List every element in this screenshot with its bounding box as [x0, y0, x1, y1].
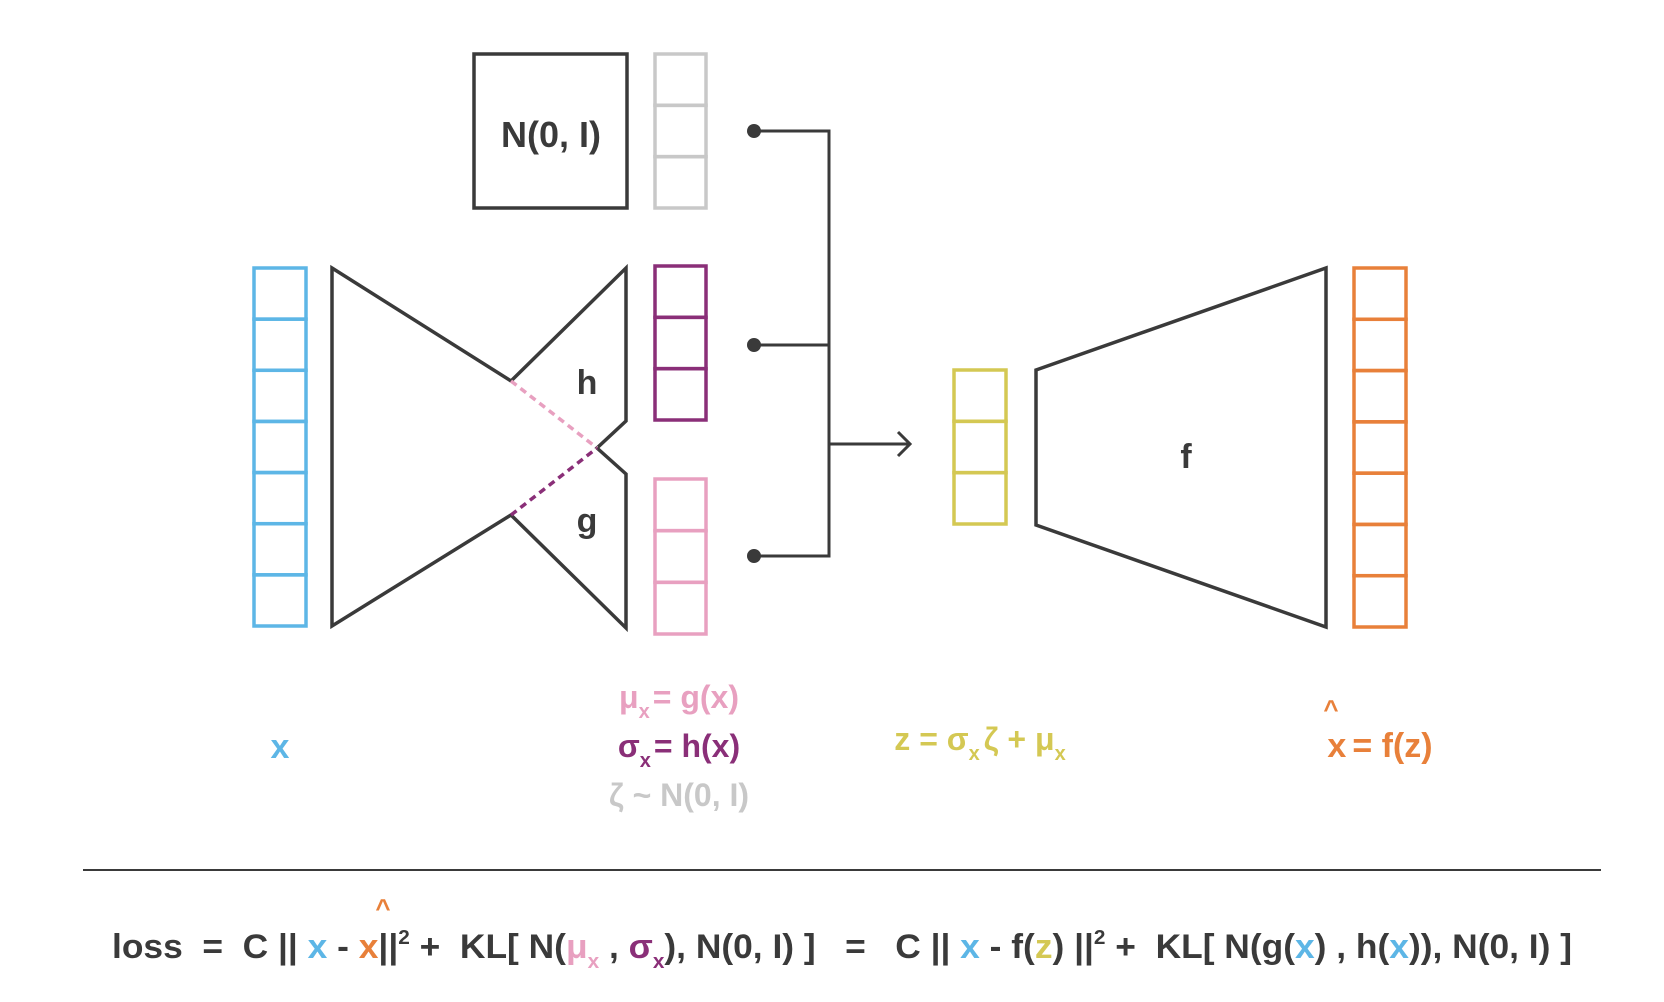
- vector-cell: [653, 477, 708, 533]
- decoder-f-label: f: [1180, 438, 1192, 476]
- latent-vector-z: [952, 368, 1008, 526]
- connector-dot-noise: [747, 124, 761, 138]
- vector-cell: [1352, 573, 1408, 629]
- vector-cell: [653, 366, 708, 422]
- encoder-dashed-h: [509, 379, 599, 450]
- decoder-shape: [1034, 265, 1328, 630]
- encoder-dashed-g: [509, 446, 599, 517]
- label-x: x: [271, 728, 290, 766]
- vector-cell: [1352, 317, 1408, 373]
- vector-cell: [252, 317, 308, 373]
- vector-cell: [252, 573, 308, 628]
- vector-cell: [252, 266, 308, 321]
- vector-cell: [952, 419, 1008, 475]
- label-xhat-hat: ^: [1323, 694, 1338, 724]
- connector-dot-mu: [747, 549, 761, 563]
- vector-cell: [653, 315, 708, 371]
- vector-cell: [252, 368, 308, 424]
- combine-connector: [754, 129, 913, 558]
- label-xhat-eq: x= f(z): [1327, 727, 1432, 765]
- vector-cell: [1352, 420, 1408, 475]
- label-sigma-eq: σx= h(x): [618, 728, 740, 772]
- encoder-g-label: g: [577, 502, 598, 540]
- vector-cell: [653, 580, 708, 636]
- encoder-shape: [330, 263, 628, 633]
- vector-cell: [653, 528, 708, 585]
- input-vector-x: [252, 266, 308, 628]
- vector-cell: [952, 368, 1008, 424]
- label-mu-eq: μx= g(x): [619, 679, 739, 723]
- noise-vector: [653, 52, 708, 210]
- vector-cell: [252, 419, 308, 475]
- vector-cell: [1352, 368, 1408, 424]
- encoder-h-label: h: [577, 364, 598, 402]
- vector-cell: [252, 521, 308, 577]
- connector-dot-sigma: [747, 338, 761, 352]
- vector-cell: [1352, 266, 1408, 322]
- vector-cell: [653, 52, 708, 108]
- loss-xhat-hat: ^: [375, 893, 390, 923]
- vector-cell: [653, 103, 708, 159]
- vector-cell: [1352, 522, 1408, 578]
- label-zeta-eq: ζ ~ N(0, I): [609, 777, 749, 813]
- vector-cell: [252, 470, 308, 526]
- vector-cell: [653, 154, 708, 210]
- noise-distribution-box: [472, 52, 629, 210]
- loss-equation: loss = C || x - x||2 + KL[ N(μx , σx), N…: [112, 927, 1572, 973]
- noise-box-label: N(0, I): [501, 114, 601, 155]
- mu-vector: [653, 477, 708, 636]
- sigma-vector: [653, 264, 708, 422]
- output-vector-xhat: [1352, 266, 1408, 629]
- vector-cell: [653, 264, 708, 320]
- vector-cell: [952, 470, 1008, 526]
- vector-cell: [1352, 471, 1408, 527]
